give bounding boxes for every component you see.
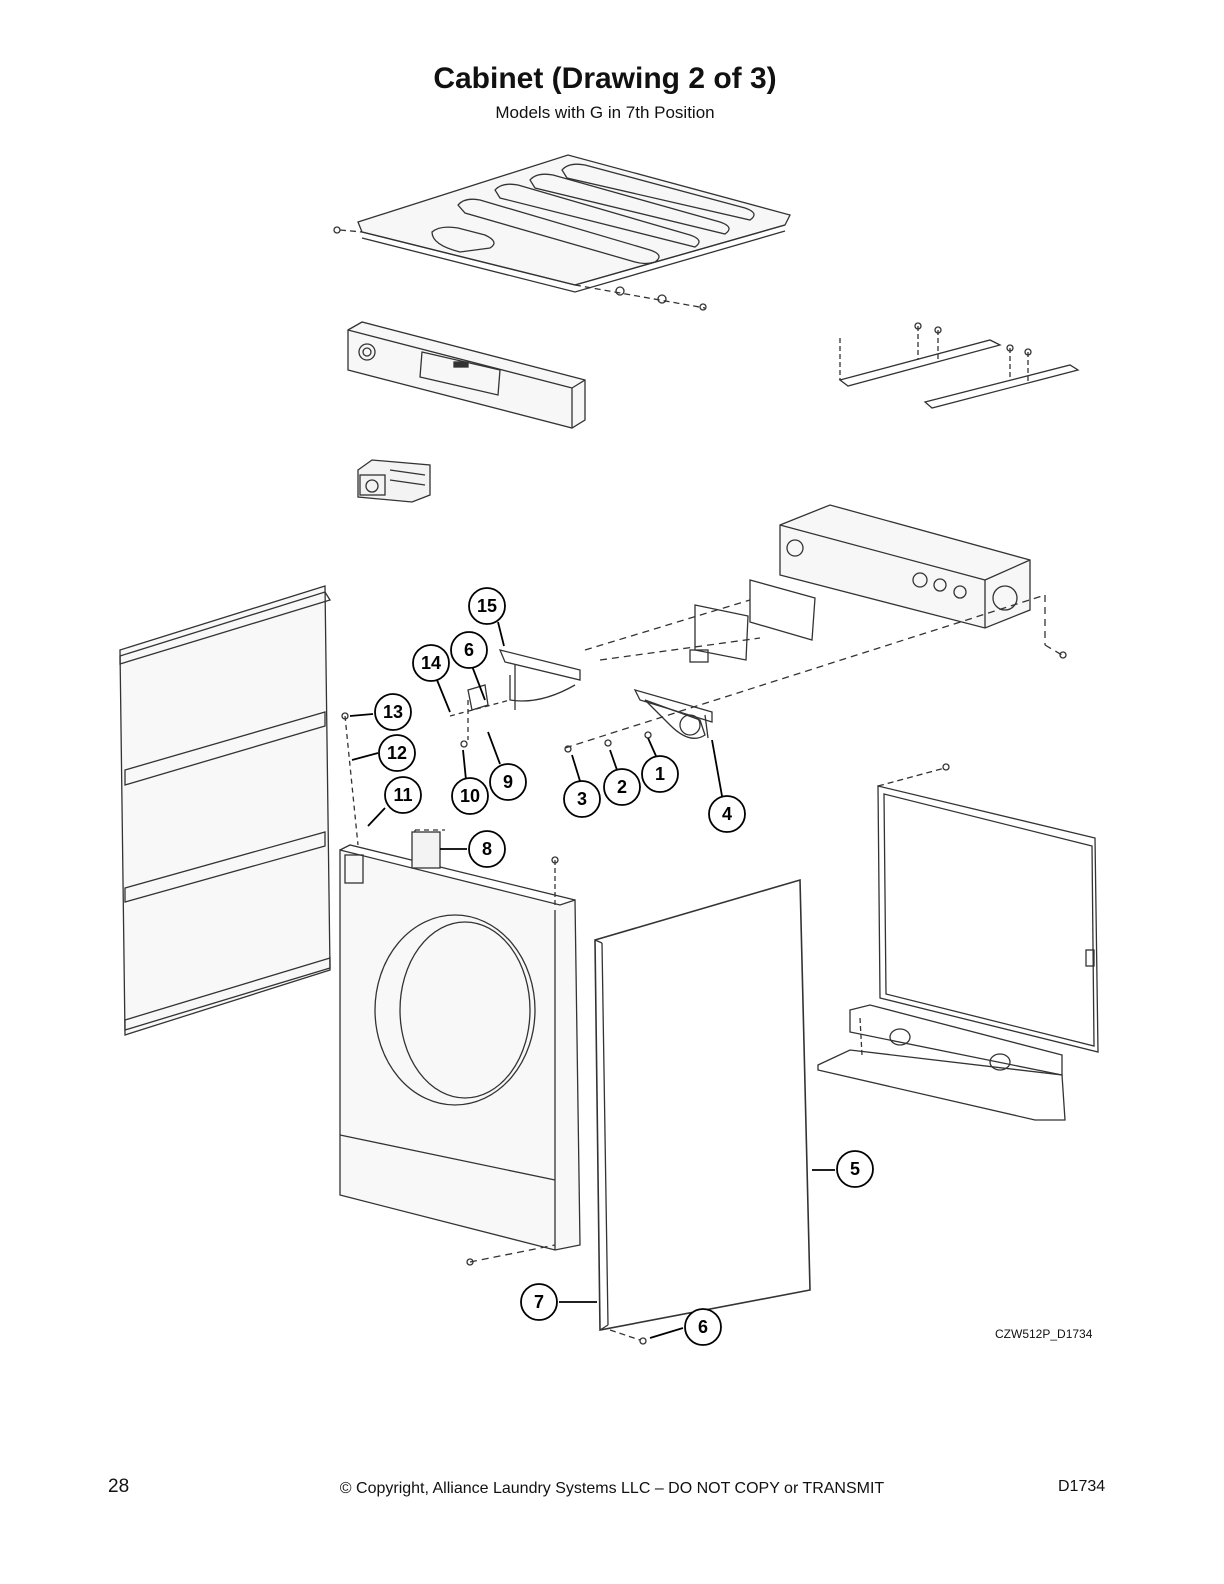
control-module: [357, 459, 431, 503]
drawing-id: CZW512P_D1734: [995, 1327, 1093, 1341]
callout-13: 13: [383, 702, 403, 722]
document-id: D1734: [1058, 1478, 1106, 1495]
callout-14: 14: [421, 653, 441, 673]
callout-10: 10: [460, 786, 480, 806]
callout-12: 12: [387, 743, 407, 763]
right-side-panel: [877, 767, 1099, 1053]
control-panel: [347, 321, 586, 429]
page-number: 28: [108, 1476, 130, 1497]
callout-11: 11: [393, 785, 412, 805]
page-title: Cabinet (Drawing 2 of 3): [433, 62, 777, 95]
callout-1: 1: [655, 764, 665, 784]
callout-6-upper: 6: [464, 640, 474, 660]
callout-6-lower: 6: [698, 1317, 708, 1337]
callout-3: 3: [577, 789, 587, 809]
callout-15: 15: [477, 596, 497, 616]
callout-8: 8: [482, 839, 492, 859]
bracket-15: [498, 649, 581, 710]
rear-frame: [689, 504, 1031, 663]
page-subtitle: Models with G in 7th Position: [495, 103, 715, 122]
top-rails: [838, 322, 1080, 409]
callout-2: 2: [617, 777, 627, 797]
top-panel-fasteners: [339, 229, 706, 309]
callout-9: 9: [503, 772, 513, 792]
callout-4: 4: [722, 804, 732, 824]
door-panel: [594, 878, 811, 1331]
copyright-notice: © Copyright, Alliance Laundry Systems LL…: [339, 1480, 885, 1497]
bracket-4: [633, 688, 713, 739]
callout-5: 5: [850, 1159, 860, 1179]
left-side-panel: [119, 585, 332, 1036]
callout-7: 7: [534, 1292, 544, 1312]
lower-rear-bracket: [817, 1004, 1066, 1121]
front-panel: [339, 831, 581, 1263]
top-panel: [357, 154, 791, 293]
